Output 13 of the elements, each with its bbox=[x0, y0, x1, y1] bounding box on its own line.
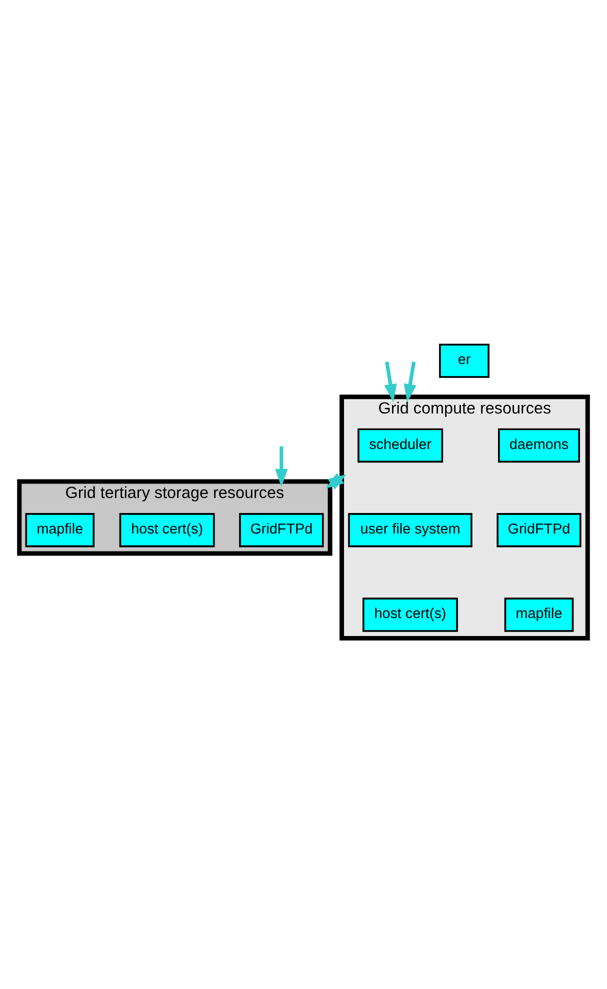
node-box: GridFTPd bbox=[496, 512, 582, 547]
node-box: host cert(s) bbox=[362, 597, 458, 632]
node-box: daemons bbox=[498, 428, 580, 462]
node-box: mapfile bbox=[504, 597, 574, 632]
node-box: host cert(s) bbox=[119, 512, 215, 547]
node-box: er bbox=[439, 343, 490, 378]
arrow bbox=[275, 446, 288, 486]
arrow bbox=[384, 360, 397, 402]
node-box: user file system bbox=[348, 512, 472, 547]
node-box: mapfile bbox=[25, 512, 95, 547]
node-box: GridFTPd bbox=[239, 512, 324, 547]
arrow bbox=[404, 360, 416, 402]
node-box: scheduler bbox=[358, 428, 444, 462]
